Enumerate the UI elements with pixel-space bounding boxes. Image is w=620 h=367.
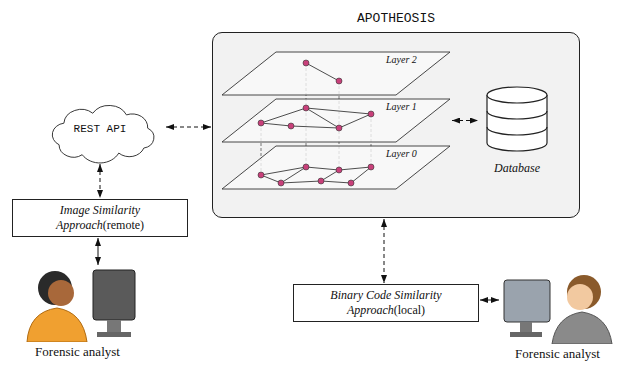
connector-arrow xyxy=(384,219,385,283)
graph-edge xyxy=(281,181,321,183)
graph-vertex xyxy=(303,164,309,170)
graph-vertex xyxy=(303,60,309,66)
cylinder-ring xyxy=(487,127,547,135)
node-label: Forensic analyst xyxy=(500,346,615,362)
graph-edge xyxy=(306,108,371,114)
graph-edge xyxy=(306,63,339,81)
cylinder-top xyxy=(487,87,547,103)
layer-outline xyxy=(222,52,450,95)
cloud-outline xyxy=(52,105,154,163)
connector-arrow xyxy=(100,164,101,198)
graph-vertex xyxy=(348,180,354,186)
graph-vertex xyxy=(288,123,294,129)
graph-layer: Layer 0 xyxy=(221,145,451,190)
analyst-head xyxy=(567,284,593,310)
graph-vertex xyxy=(336,78,342,84)
graph-edge xyxy=(291,126,339,128)
graph-edge xyxy=(321,181,351,183)
panel-fill xyxy=(212,32,580,218)
graph-vertex xyxy=(336,125,342,131)
graph-vertex xyxy=(278,180,284,186)
system-panel: APOTHEOSISLayer 2Layer 1Layer 0Database xyxy=(212,32,580,218)
graph-edge xyxy=(351,167,371,183)
analyst-figure: Forensic analyst xyxy=(15,266,140,360)
graph-edge xyxy=(306,108,339,128)
database-cylinder: Database xyxy=(479,85,555,176)
layer-outline xyxy=(222,99,450,142)
connector-arrow xyxy=(480,300,499,301)
graph-layer: Layer 2 xyxy=(221,51,451,96)
graph-vertex xyxy=(336,167,342,173)
analyst-figure: Forensic analyst xyxy=(500,268,615,362)
connector-arrow xyxy=(452,120,478,121)
graph-edge xyxy=(261,167,306,175)
connector-arrow xyxy=(166,127,211,128)
layer-label: Layer 0 xyxy=(386,147,417,160)
analyst-icon xyxy=(500,268,615,344)
analyst-body xyxy=(27,308,87,342)
database-icon xyxy=(485,85,549,153)
layer-outline xyxy=(222,146,450,189)
graph-vertex xyxy=(368,111,374,117)
node-label: REST API xyxy=(74,122,127,136)
graph-edge xyxy=(261,108,306,123)
node-label: Database xyxy=(479,161,555,176)
node-label: (local) xyxy=(394,303,425,317)
connector-arrow xyxy=(98,238,99,265)
graph-edge xyxy=(306,167,339,170)
graph-vertex xyxy=(318,178,324,184)
api-cloud: REST API xyxy=(35,95,165,163)
graph-edge xyxy=(339,114,371,128)
monitor-foot xyxy=(510,332,542,337)
node-label: APOTHEOSIS xyxy=(213,10,579,28)
monitor-screen xyxy=(504,280,550,322)
monitor-foot xyxy=(97,332,131,337)
analyst-hair xyxy=(567,275,601,309)
process-box: Binary Code Similarity Approach(local) xyxy=(293,284,479,322)
node-label: Forensic analyst xyxy=(15,344,140,360)
graph-vertex xyxy=(258,172,264,178)
monitor-stand xyxy=(107,320,121,334)
graph-layer: Layer 1 xyxy=(221,98,451,143)
node-label: (remote) xyxy=(103,218,144,232)
process-box: Image Similarity Approach(remote) xyxy=(12,199,188,237)
analyst-head xyxy=(48,280,74,306)
monitor-back xyxy=(93,270,135,320)
layer-label: Layer 1 xyxy=(386,100,417,113)
graph-edge xyxy=(339,167,371,170)
graph-vertex xyxy=(303,105,309,111)
graph-vertex xyxy=(368,164,374,170)
graph-vertex xyxy=(258,120,264,126)
graph-edge xyxy=(261,123,291,126)
layer-label: Layer 2 xyxy=(386,53,417,66)
analyst-body xyxy=(552,312,612,344)
cylinder-ring xyxy=(487,111,547,119)
analyst-icon xyxy=(15,266,140,342)
